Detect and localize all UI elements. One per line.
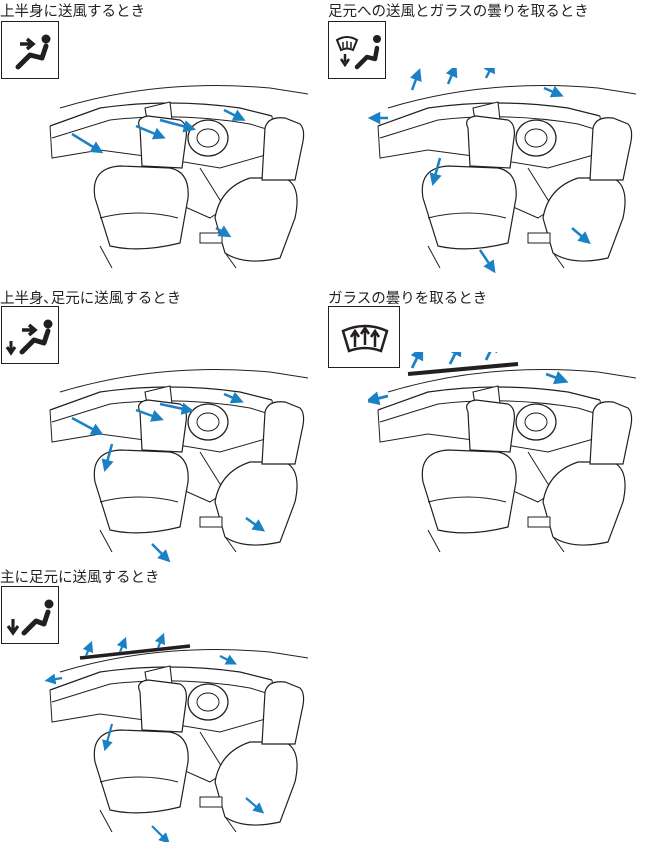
face-vent-icon [1,21,59,79]
airflow-arrow [484,352,498,361]
car-interior-diagram [49,84,309,269]
airflow-arrow [483,68,495,79]
defroster-icon [328,306,400,368]
airflow-arrow [571,227,591,245]
mode-title: 上半身に送風するとき [0,4,145,20]
airflow-arrow [82,640,94,657]
airflow-arrow [368,391,389,406]
airflow-arrow [215,225,232,238]
airflow-arrow [245,516,266,532]
defrost-floor-icon [328,21,386,79]
airflow-arrow [101,443,114,473]
car-interior-diagram [49,368,309,562]
car-interior-diagram [368,352,637,553]
airflow-arrow [44,673,63,685]
airflow-arrow [543,85,564,98]
airflow-arrow [151,825,170,842]
airflow-arrow [478,249,496,274]
bi-level-icon [1,306,59,364]
airflow-arrow [409,68,422,91]
airflow-arrow [445,68,458,85]
floor-vent-icon [1,586,59,644]
airflow-arrow [223,391,244,404]
car-interior-diagram [368,68,637,274]
airflow-arrow [135,124,166,140]
airflow-arrow [151,543,171,562]
airflow-arrow [219,654,237,665]
airflow-arrow [71,132,104,154]
airflow-arrow [159,118,197,133]
airflow-arrow [545,370,569,385]
airflow-arrow [159,402,195,415]
airflow-arrow [116,636,128,653]
car-interior-diagram [44,632,309,842]
mode-title: 主に足元に送風するとき [0,570,160,586]
airflow-arrow [71,416,104,435]
airflow-arrow [448,352,462,365]
airflow-arrow [245,797,265,814]
airflow-arrow [135,408,164,422]
mode-title: 上半身､足元に送風するとき [0,291,182,307]
airflow-arrow [410,352,424,369]
airflow-arrow [223,108,246,121]
mode-title: 足元への送風とガラスの曇りを取るとき [328,4,589,20]
mode-title: ガラスの曇りを取るとき [328,291,488,307]
airflow-arrow [154,632,166,649]
airflow-arrow [102,723,114,752]
airflow-arrow [429,157,442,187]
